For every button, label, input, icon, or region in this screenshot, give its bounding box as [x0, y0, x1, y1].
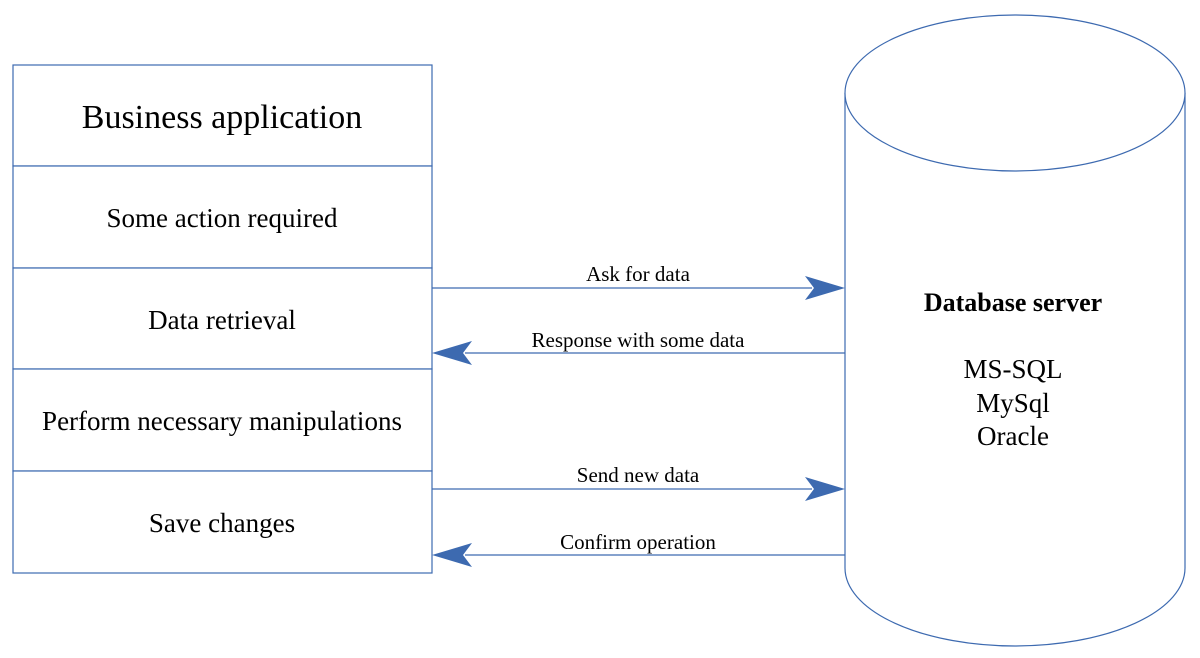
app-step-box: [12, 470, 433, 574]
app-step-label: Perform necessary manipulations: [42, 406, 402, 436]
arrowhead-left-icon: [432, 543, 472, 567]
database-cylinder: Database server MS-SQL MySql Oracle: [844, 14, 1186, 647]
arrow-label: Response with some data: [532, 328, 746, 352]
arrow-ask-for-data: Ask for data: [432, 262, 845, 300]
arrow-response-with-some-data: Response with some data: [432, 328, 845, 365]
business-application-stack: Business application Some action require…: [12, 64, 433, 574]
database-cylinder-top: [844, 14, 1186, 172]
arrowhead-right-icon: [805, 477, 845, 501]
app-step-label: Data retrieval: [148, 305, 296, 335]
arrow-label: Confirm operation: [560, 530, 716, 554]
database-engine: MS-SQL: [963, 354, 1062, 384]
arrow-label: Send new data: [577, 463, 700, 487]
app-title: Business application: [82, 99, 362, 136]
app-step-box: [12, 165, 433, 269]
message-arrows: Ask for data Response with some data Sen…: [432, 262, 845, 567]
app-title-box: [12, 64, 433, 167]
database-cylinder-body: [844, 93, 1186, 647]
app-step-box: [12, 368, 433, 472]
app-step-label: Save changes: [149, 508, 295, 538]
database-title: Database server: [924, 288, 1102, 317]
app-step-box: [12, 267, 433, 370]
app-step-label: Some action required: [107, 203, 338, 233]
database-engine: Oracle: [977, 421, 1049, 451]
arrow-label: Ask for data: [586, 262, 690, 286]
arrowhead-right-icon: [805, 276, 845, 300]
database-engine: MySql: [976, 388, 1050, 418]
arrow-send-new-data: Send new data: [432, 463, 845, 501]
arrow-confirm-operation: Confirm operation: [432, 530, 845, 567]
arrowhead-left-icon: [432, 341, 472, 365]
